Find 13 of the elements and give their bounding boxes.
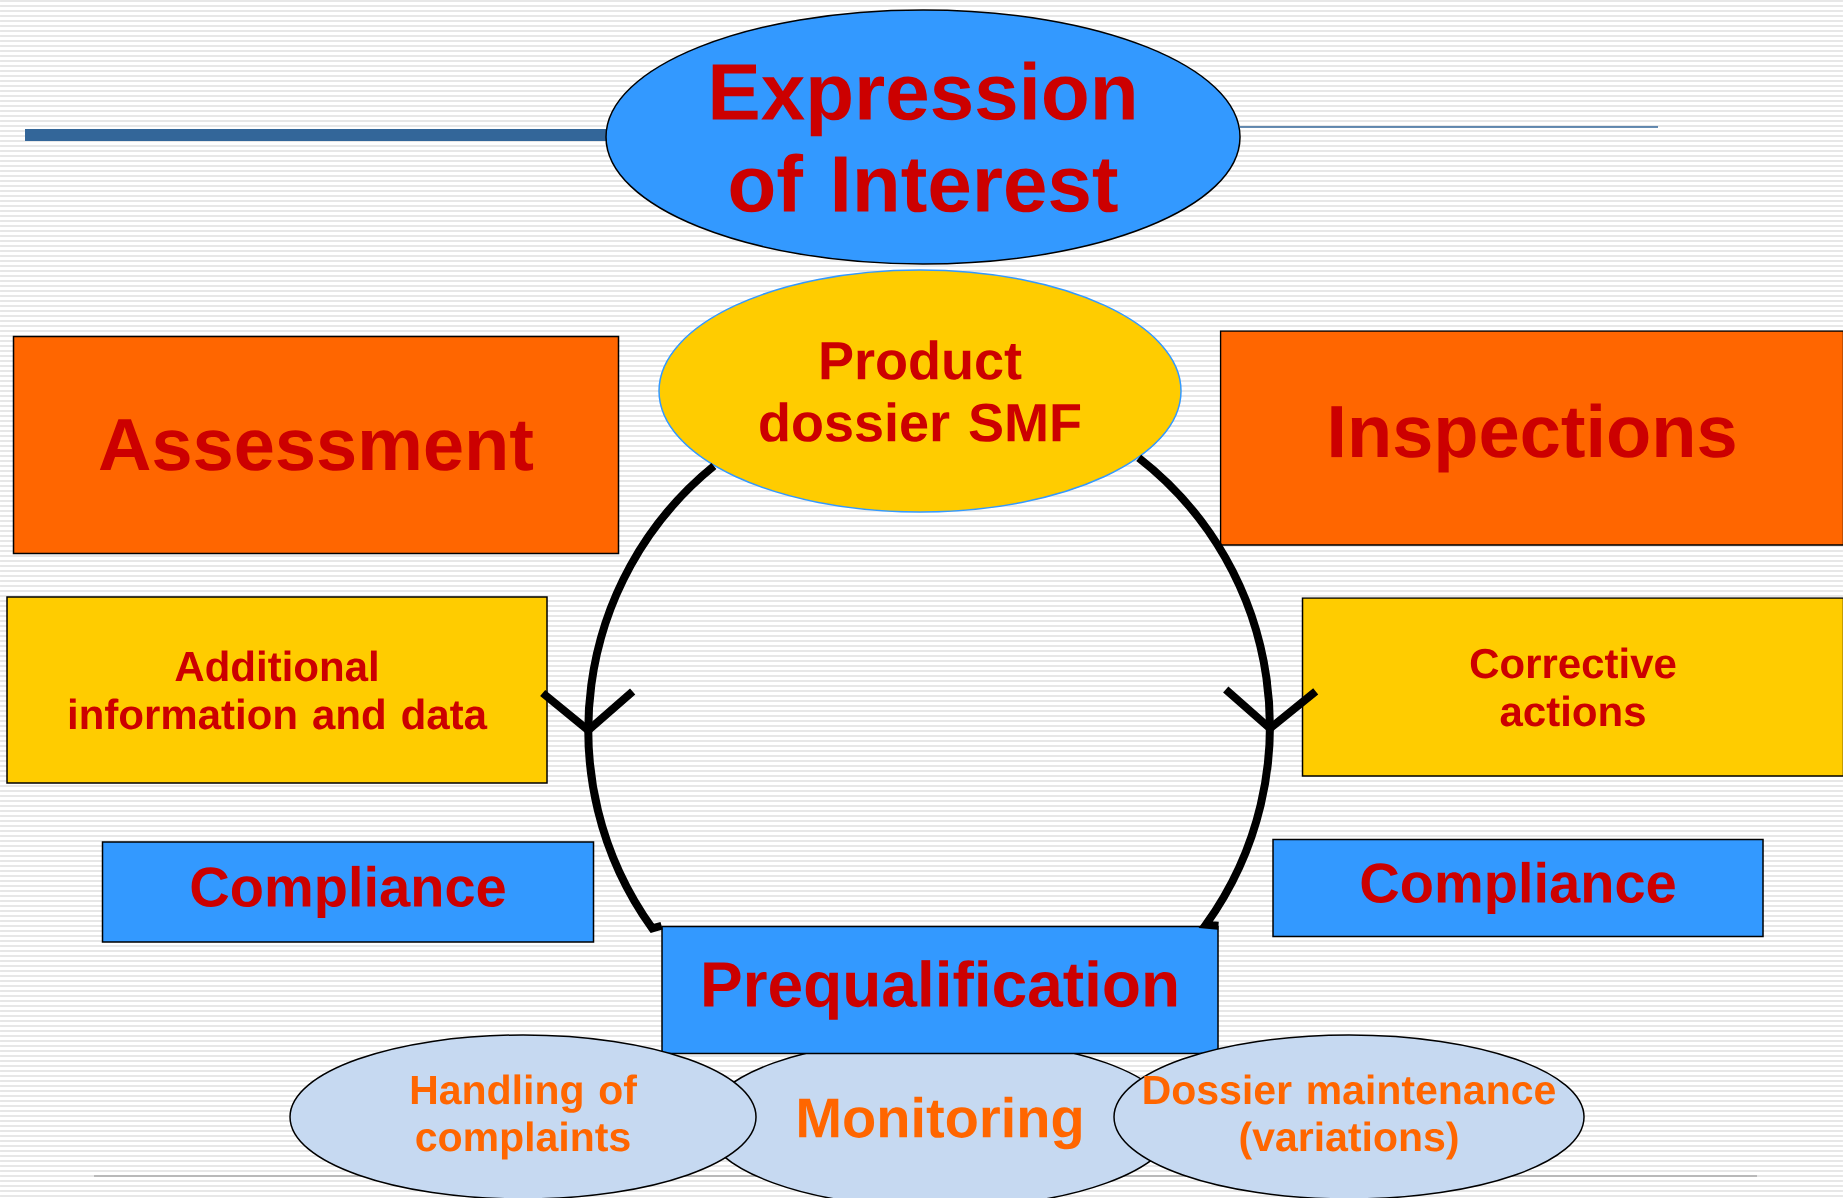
oval-node: Handling of complaints	[289, 1034, 757, 1198]
process-box: Compliance	[101, 841, 595, 943]
oval-node: Dossier maintenance (variations)	[1113, 1034, 1585, 1198]
process-box: Compliance	[1272, 838, 1764, 938]
process-box: Corrective actions	[1301, 597, 1843, 777]
oval-node: Product dossier SMF	[658, 269, 1182, 513]
process-box: Additional information and data	[6, 596, 548, 784]
node-label: Monitoring	[799, 1096, 1081, 1150]
process-box: Inspections	[1219, 330, 1843, 546]
process-box: Assessment	[12, 335, 620, 555]
oval-node: Expression of Interest	[605, 9, 1241, 265]
process-box: Prequalification	[661, 925, 1219, 1055]
node-label: Dossier maintenance (variations)	[1144, 1074, 1555, 1160]
